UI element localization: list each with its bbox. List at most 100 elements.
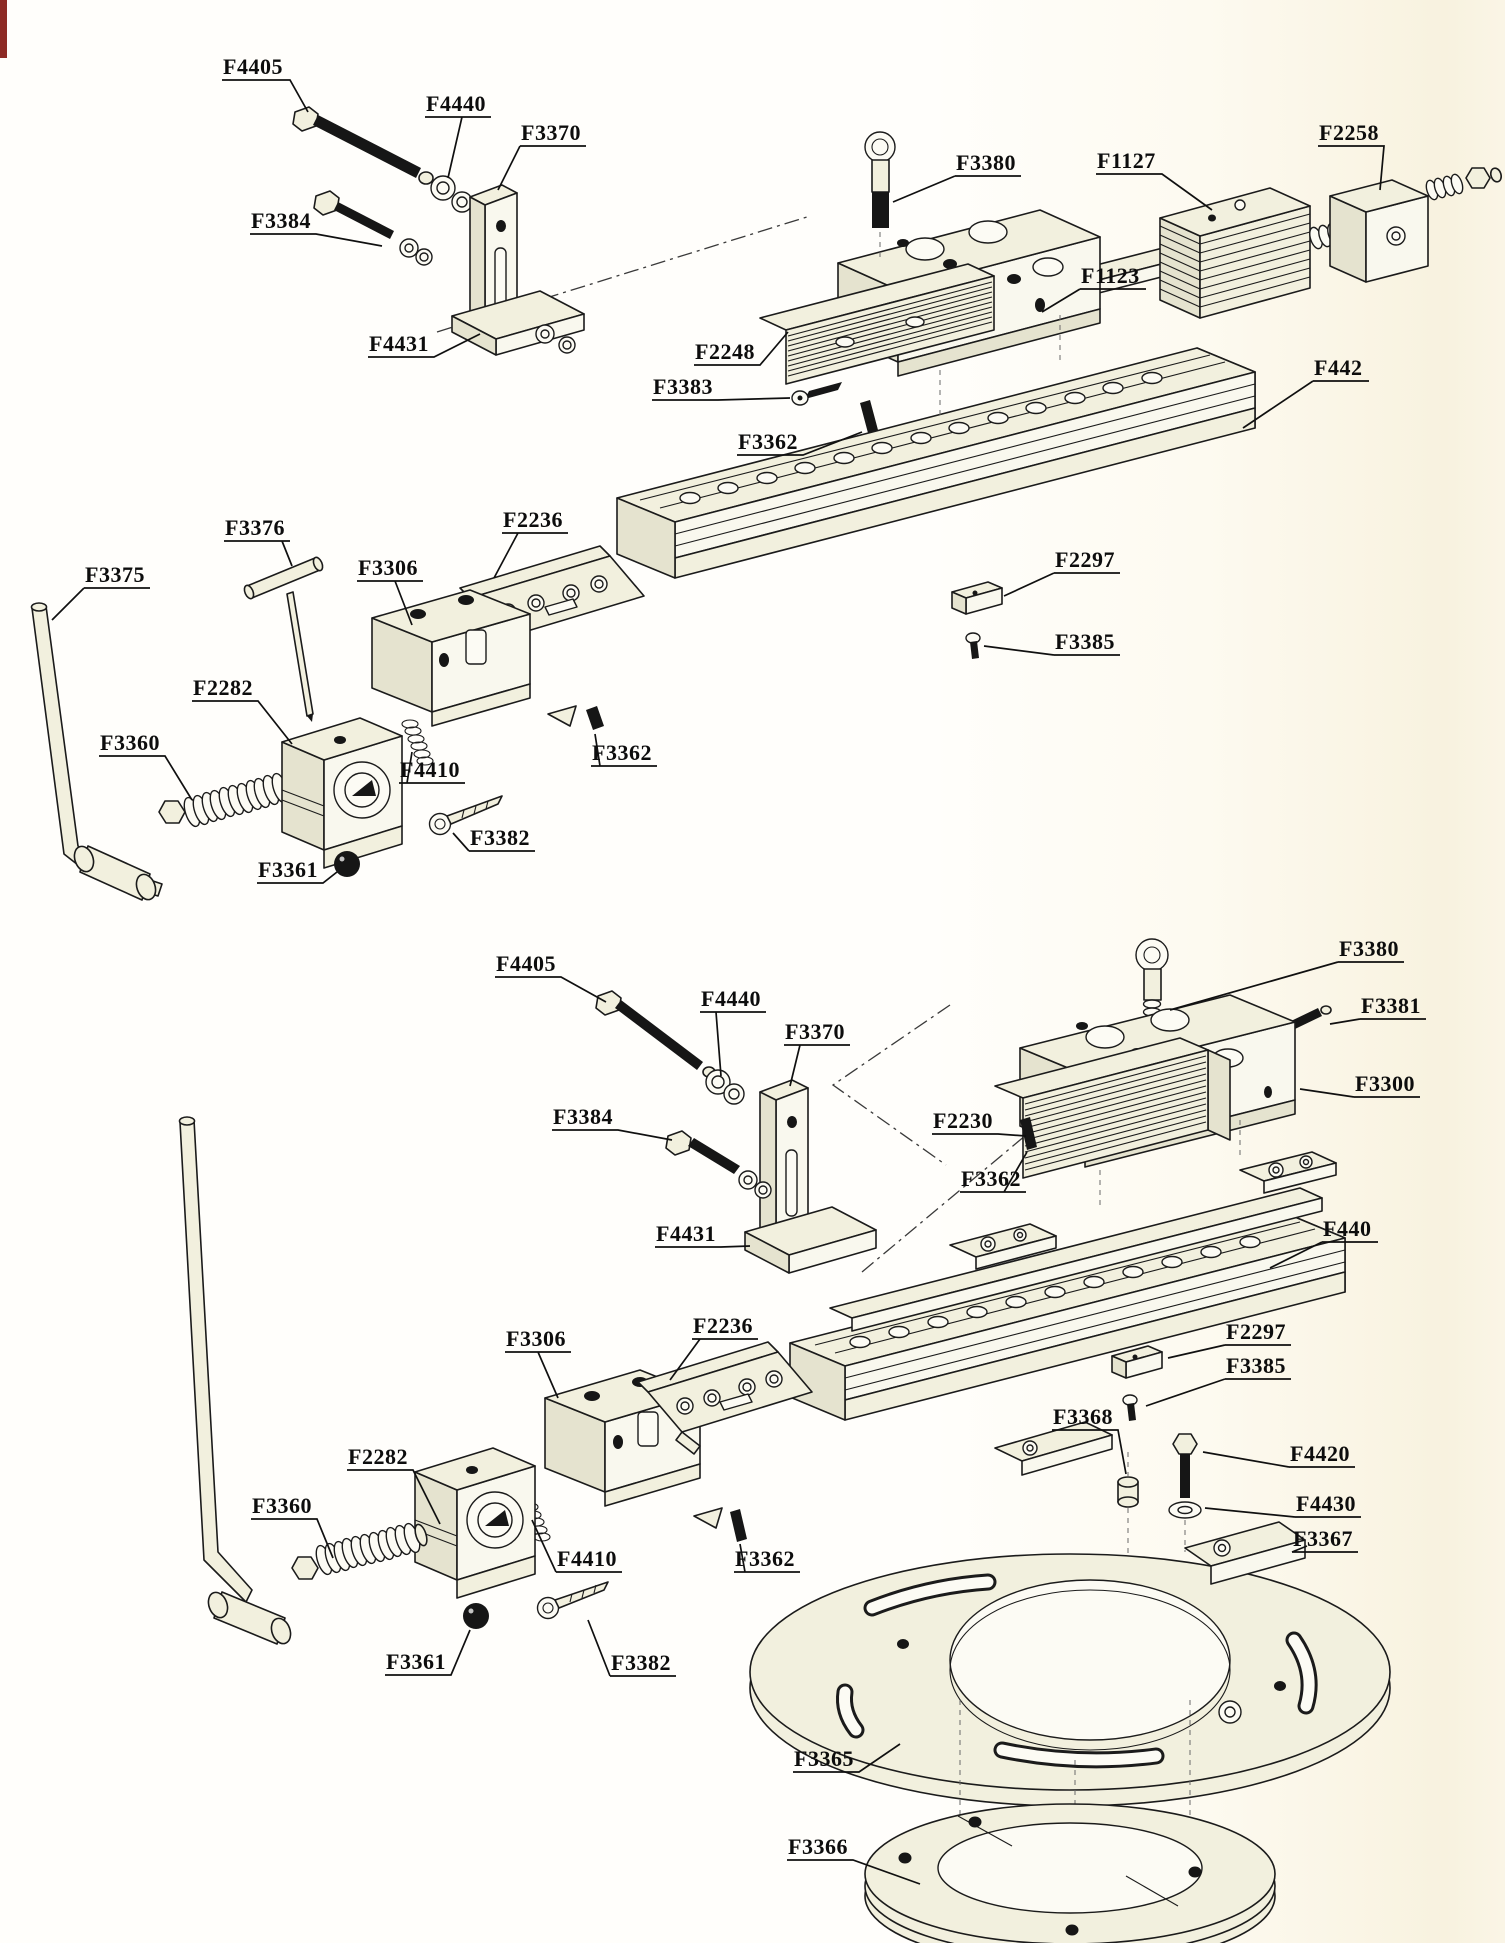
part-label: F3382 — [611, 1650, 671, 1675]
cooling-fins — [1159, 213, 1311, 308]
callout-f4420: F4420 — [1202, 1441, 1355, 1468]
part-label: F3362 — [738, 429, 798, 454]
part-label: F4420 — [1290, 1441, 1350, 1466]
callout-f3360: F3360 — [99, 730, 193, 801]
callout-f3370: F3370 — [497, 120, 586, 191]
part-label: F3382 — [470, 825, 530, 850]
callout-f3382: F3382 — [452, 825, 535, 852]
scan-edge-mark — [0, 0, 7, 58]
part-label: F1123 — [1081, 263, 1140, 288]
part-f3370-stop-plate — [759, 1079, 809, 1243]
callout-f3380: F3380 — [892, 150, 1021, 203]
part-label: F3383 — [653, 374, 713, 399]
part-label: F4410 — [557, 1546, 617, 1571]
callout-f3362b: F3362 — [591, 733, 657, 767]
callout-f1127: F1127 — [1096, 148, 1213, 211]
part-label: F4410 — [400, 757, 460, 782]
part-label: F2230 — [933, 1108, 993, 1133]
callout-f3300: F3300 — [1299, 1071, 1420, 1098]
callout-f3366: F3366 — [787, 1834, 921, 1885]
part-label: F3376 — [225, 515, 285, 540]
part-f2258-screw-bracket — [1309, 167, 1503, 283]
part-f4440-nut — [430, 175, 473, 213]
part-f4405-stop-rod-screw — [595, 990, 716, 1078]
part-label: F4440 — [426, 91, 486, 116]
callout-f4405: F4405 — [495, 951, 607, 1003]
part-label: F3300 — [1355, 1071, 1415, 1096]
callout-f2236: F2236 — [493, 507, 568, 579]
part-label: F3384 — [553, 1104, 613, 1129]
callout-f4431: F4431 — [368, 331, 481, 358]
part-label: F2297 — [1226, 1319, 1286, 1344]
part-label: F4431 — [656, 1221, 716, 1246]
part-guide-rail — [829, 1151, 1337, 1332]
part-label: F442 — [1314, 355, 1362, 380]
part-f3384-screw — [665, 1130, 772, 1199]
bed-hold-down-notches — [849, 1235, 1261, 1349]
callout-f3381: F3381 — [1329, 993, 1426, 1025]
part-f2297-slot-nut — [951, 581, 1003, 615]
alignment-centerline-2 — [861, 1114, 1051, 1273]
part-f4440-nut — [705, 1069, 745, 1105]
part-label: F3362 — [961, 1166, 1021, 1191]
part-label: F3380 — [956, 150, 1016, 175]
callout-f3365: F3365 — [793, 1743, 901, 1773]
callout-f2297: F2297 — [1167, 1319, 1291, 1359]
part-label: F2297 — [1055, 547, 1115, 572]
part-clamp-lug-plate — [994, 1421, 1113, 1476]
part-f3368-clamp-pin — [1117, 1452, 1139, 1560]
bed-hold-down-notches — [679, 371, 1163, 505]
callout-f3362a: F3362 — [960, 1151, 1028, 1193]
part-f3367-swivel-clamp — [1184, 1521, 1306, 1585]
callout-f4440: F4440 — [425, 91, 491, 179]
callout-f3361: F3361 — [385, 1629, 471, 1676]
part-label: F3384 — [251, 208, 311, 233]
callout-f3370: F3370 — [784, 1019, 850, 1087]
callout-f3360: F3360 — [251, 1493, 334, 1559]
callout-f3361: F3361 — [257, 857, 338, 884]
part-f4431-bracket-foot — [451, 290, 585, 356]
serration-lines — [787, 281, 993, 377]
part-f3382-cap-screw — [536, 1581, 609, 1620]
part-f4405-stop-rod-screw — [292, 106, 434, 185]
callout-f4431: F4431 — [655, 1221, 751, 1248]
callout-f3375: F3375 — [51, 562, 150, 621]
diagram-upper-vise: F4405 F4440 F3370 F3384 F4431 F3380 F112… — [30, 54, 1503, 901]
part-handle-rod — [178, 1116, 292, 1645]
part-f3385-set-screw — [1122, 1394, 1138, 1421]
part-label: F3361 — [258, 857, 318, 882]
callout-f3383: F3383 — [652, 374, 791, 401]
part-label: F2258 — [1319, 120, 1379, 145]
base-arc-slots — [836, 1573, 1318, 1769]
diagram-lower-vise: F4405 F4440 F3370 F3384 F4431 F3380 F338… — [178, 936, 1426, 1943]
part-f2230-serrated-jaw — [994, 1037, 1231, 1179]
alignment-centerline-v — [831, 1004, 951, 1166]
part-label: F2248 — [695, 339, 755, 364]
part-f3376-t-wrench — [243, 556, 324, 722]
part-f2282-jaw-body — [281, 717, 403, 869]
part-label: F3367 — [1293, 1526, 1353, 1551]
part-f2282-jaw-body — [414, 1447, 536, 1599]
part-f3375-handle — [30, 602, 163, 901]
part-f3380-cap-screw — [864, 131, 896, 262]
part-label: F2236 — [693, 1313, 753, 1338]
part-label: F4431 — [369, 331, 429, 356]
part-label: F3362 — [592, 740, 652, 765]
part-label: F3306 — [506, 1326, 566, 1351]
part-f3362-dowel-pin — [1020, 1117, 1037, 1150]
part-label: F4430 — [1296, 1491, 1356, 1516]
part-f2248-serrated-jaw — [759, 263, 995, 385]
part-label: F4440 — [701, 986, 761, 1011]
part-f3383-screw — [791, 382, 842, 406]
callout-f3385: F3385 — [1145, 1353, 1291, 1407]
part-label: F3375 — [85, 562, 145, 587]
part-f3362-dowel-pin-2 — [547, 705, 604, 730]
part-f3360-spring-screw — [291, 1522, 428, 1580]
part-label: F440 — [1323, 1216, 1371, 1241]
part-label: F4405 — [496, 951, 556, 976]
part-label: F3370 — [521, 120, 581, 145]
callout-f1123: F1123 — [1041, 263, 1146, 313]
callout-f4440: F4440 — [700, 986, 766, 1077]
part-f3366-clamp-ring — [864, 1803, 1276, 1943]
